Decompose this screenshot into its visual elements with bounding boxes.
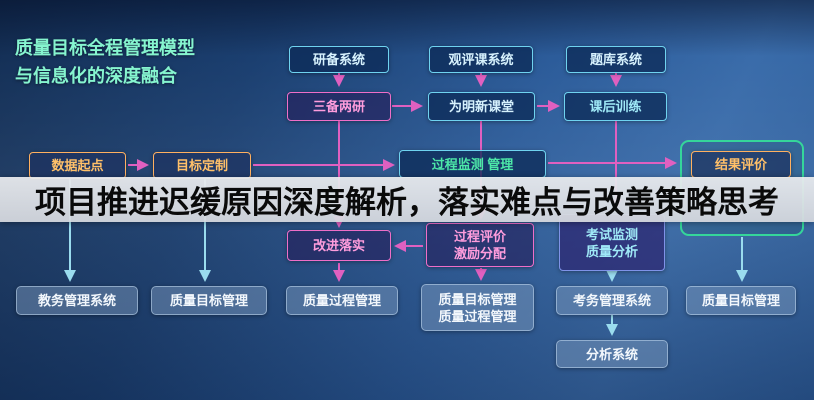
node-process-eval-incentive: 过程评价 激励分配 bbox=[426, 223, 534, 267]
node-label: 教务管理系统 bbox=[37, 293, 116, 308]
node-process-monitoring: 过程监测 管理 bbox=[399, 150, 546, 178]
node-label: 结果评价 bbox=[714, 157, 767, 172]
node-label: 质量目标管理 bbox=[701, 293, 780, 308]
node-label: 质量目标管理 bbox=[169, 293, 248, 308]
node-weiming-new-classroom: 为明新课堂 bbox=[428, 92, 535, 121]
node-quality-goal-mgmt-right: 质量目标管理 bbox=[686, 286, 796, 315]
node-label: 为明新课堂 bbox=[448, 99, 514, 114]
node-quality-goal-mgmt-left: 质量目标管理 bbox=[151, 286, 267, 315]
headline-banner: 项目推进迟缓原因深度解析，落实难点与改善策略思考 bbox=[0, 177, 814, 222]
node-label: 三备两研 bbox=[312, 99, 365, 114]
node-result-evaluation: 结果评价 bbox=[691, 151, 791, 178]
node-lesson-observation-system: 观评课系统 bbox=[429, 46, 533, 73]
node-label: 质量目标管理 bbox=[438, 291, 517, 307]
node-exam-affairs-system: 考务管理系统 bbox=[556, 286, 668, 315]
node-after-class-training: 课后训练 bbox=[564, 92, 667, 121]
node-label: 过程评价 bbox=[453, 229, 506, 244]
node-label: 研备系统 bbox=[312, 52, 365, 67]
node-label: 质量过程管理 bbox=[302, 293, 381, 308]
node-question-bank-system: 题库系统 bbox=[566, 46, 666, 73]
node-quality-goal-process-mgmt: 质量目标管理 质量过程管理 bbox=[421, 284, 534, 331]
node-goal-setting: 目标定制 bbox=[153, 152, 251, 179]
diagram-title-line2: 与信息化的深度融合 bbox=[15, 66, 177, 86]
headline-text: 项目推进迟缓原因深度解析，落实难点与改善策略思考 bbox=[35, 185, 779, 220]
diagram-title-line1: 质量目标全程管理模型 bbox=[15, 38, 195, 58]
node-label: 观评课系统 bbox=[448, 52, 514, 67]
node-label: 考试监测 bbox=[585, 226, 638, 242]
node-label: 质量分析 bbox=[585, 243, 638, 259]
node-label: 激励分配 bbox=[453, 246, 506, 261]
node-analysis-system: 分析系统 bbox=[556, 340, 668, 368]
node-three-prep-two-research: 三备两研 bbox=[287, 92, 391, 121]
diagram-title: 质量目标全程管理模型 与信息化的深度融合 bbox=[15, 34, 195, 90]
node-label: 数据起点 bbox=[51, 158, 104, 173]
node-academic-affairs-system: 教务管理系统 bbox=[16, 286, 138, 315]
node-label: 过程监测 管理 bbox=[431, 156, 514, 172]
node-exam-monitoring-analysis: 考试监测 质量分析 bbox=[559, 214, 665, 271]
node-label: 题库系统 bbox=[589, 52, 642, 67]
node-research-prep-system: 研备系统 bbox=[289, 46, 389, 73]
node-label: 质量过程管理 bbox=[438, 308, 517, 324]
node-label: 分析系统 bbox=[585, 346, 638, 362]
node-label: 课后训练 bbox=[589, 99, 642, 114]
node-label: 改进落实 bbox=[312, 238, 365, 253]
node-improvement: 改进落实 bbox=[287, 230, 391, 261]
node-quality-process-mgmt: 质量过程管理 bbox=[286, 286, 398, 315]
node-label: 考务管理系统 bbox=[572, 293, 651, 308]
node-label: 目标定制 bbox=[175, 158, 228, 173]
node-data-start: 数据起点 bbox=[29, 152, 126, 179]
